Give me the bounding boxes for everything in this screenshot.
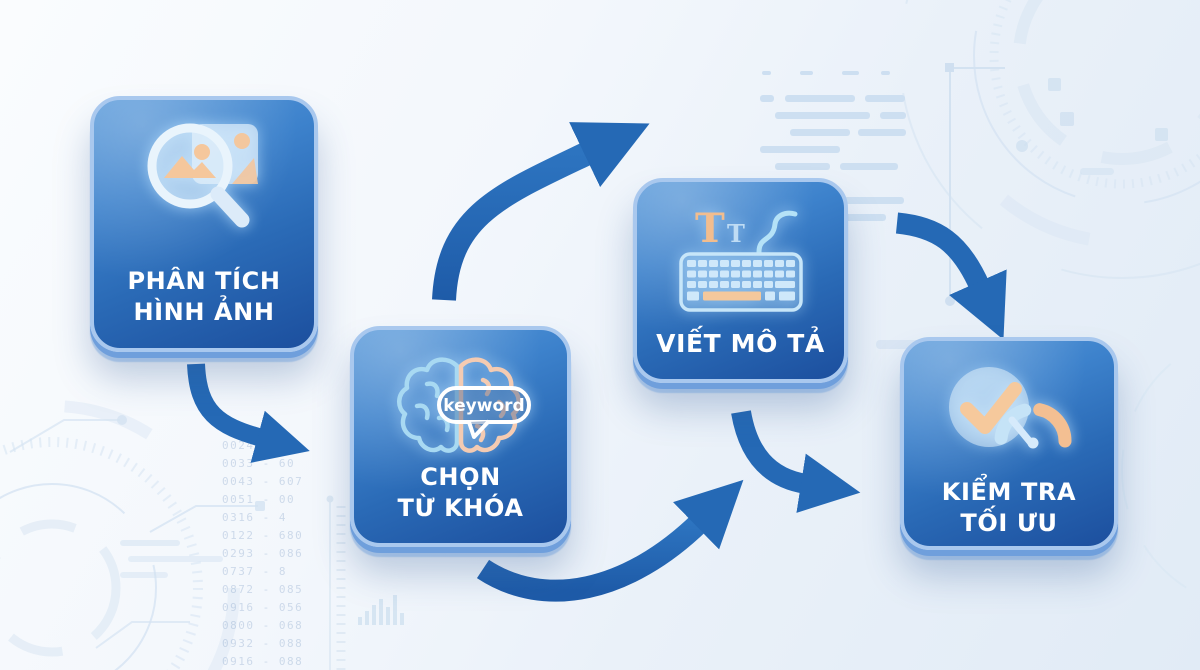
- check-mark: [960, 382, 1022, 434]
- step-card-choose-keywords: keyword CHỌN TỪ KHÓA: [350, 326, 571, 547]
- step-card-analyze-image: PHÂN TÍCH HÌNH ẢNH: [90, 96, 318, 352]
- ruler-ticks: [326, 495, 346, 670]
- step-label-line1: PHÂN TÍCH: [127, 267, 281, 295]
- step-label-line1: KIỂM TRA: [941, 478, 1077, 506]
- keyboard-keys: [686, 260, 795, 301]
- bottom-left-hud-circles: [0, 400, 258, 670]
- step-label: CHỌN TỪ KHÓA: [398, 462, 524, 524]
- step-label: VIẾT MÔ TẢ: [656, 328, 825, 359]
- keyword-badge: keyword: [436, 386, 531, 439]
- keyboard-spacebar: [702, 291, 761, 301]
- brain-keyword-icon: keyword: [396, 357, 531, 453]
- glyph-large-T: T: [695, 205, 725, 252]
- step-label-line2: TỐI ƯU: [960, 509, 1058, 537]
- top-right-connector-line: [945, 63, 1005, 306]
- arrow-step3-bottom-out: [731, 410, 861, 513]
- top-right-hud-circles: [899, 0, 1200, 279]
- step-label-line2: TỪ KHÓA: [397, 494, 524, 522]
- step-label-line2: HÌNH ẢNH: [133, 298, 275, 326]
- arrow-step2-to-step3: [432, 122, 650, 301]
- step-label-line1: VIẾT MÔ TẢ: [656, 329, 825, 358]
- mini-bar-chart: [358, 595, 404, 625]
- check-gauge-icon: [949, 367, 1072, 449]
- step-label-line1: CHỌN: [420, 463, 501, 491]
- step-label: PHÂN TÍCH HÌNH ẢNH: [127, 266, 280, 328]
- top-right-hud-squares: [1016, 78, 1168, 175]
- right-edge-arc: [1121, 343, 1200, 597]
- gauge: [994, 403, 1072, 449]
- keyboard-typography-icon: T T: [678, 205, 803, 312]
- keyword-badge-text: keyword: [443, 396, 524, 416]
- arrow-step1-to-step2: [187, 363, 310, 463]
- keyboard-cable: [756, 210, 797, 255]
- bottom-left-hud-nodes: [117, 415, 265, 578]
- glyph-small-t: T: [727, 219, 745, 248]
- step-label: KIỂM TRA TỐI ƯU: [942, 477, 1076, 539]
- image-magnifier-icon: [147, 123, 258, 228]
- step-card-check-optimize: KIỂM TRA TỐI ƯU: [900, 337, 1118, 550]
- arrow-step3-to-step4: [895, 212, 1007, 340]
- step-card-write-description: T T VIẾT MÔ TẢ: [633, 178, 848, 383]
